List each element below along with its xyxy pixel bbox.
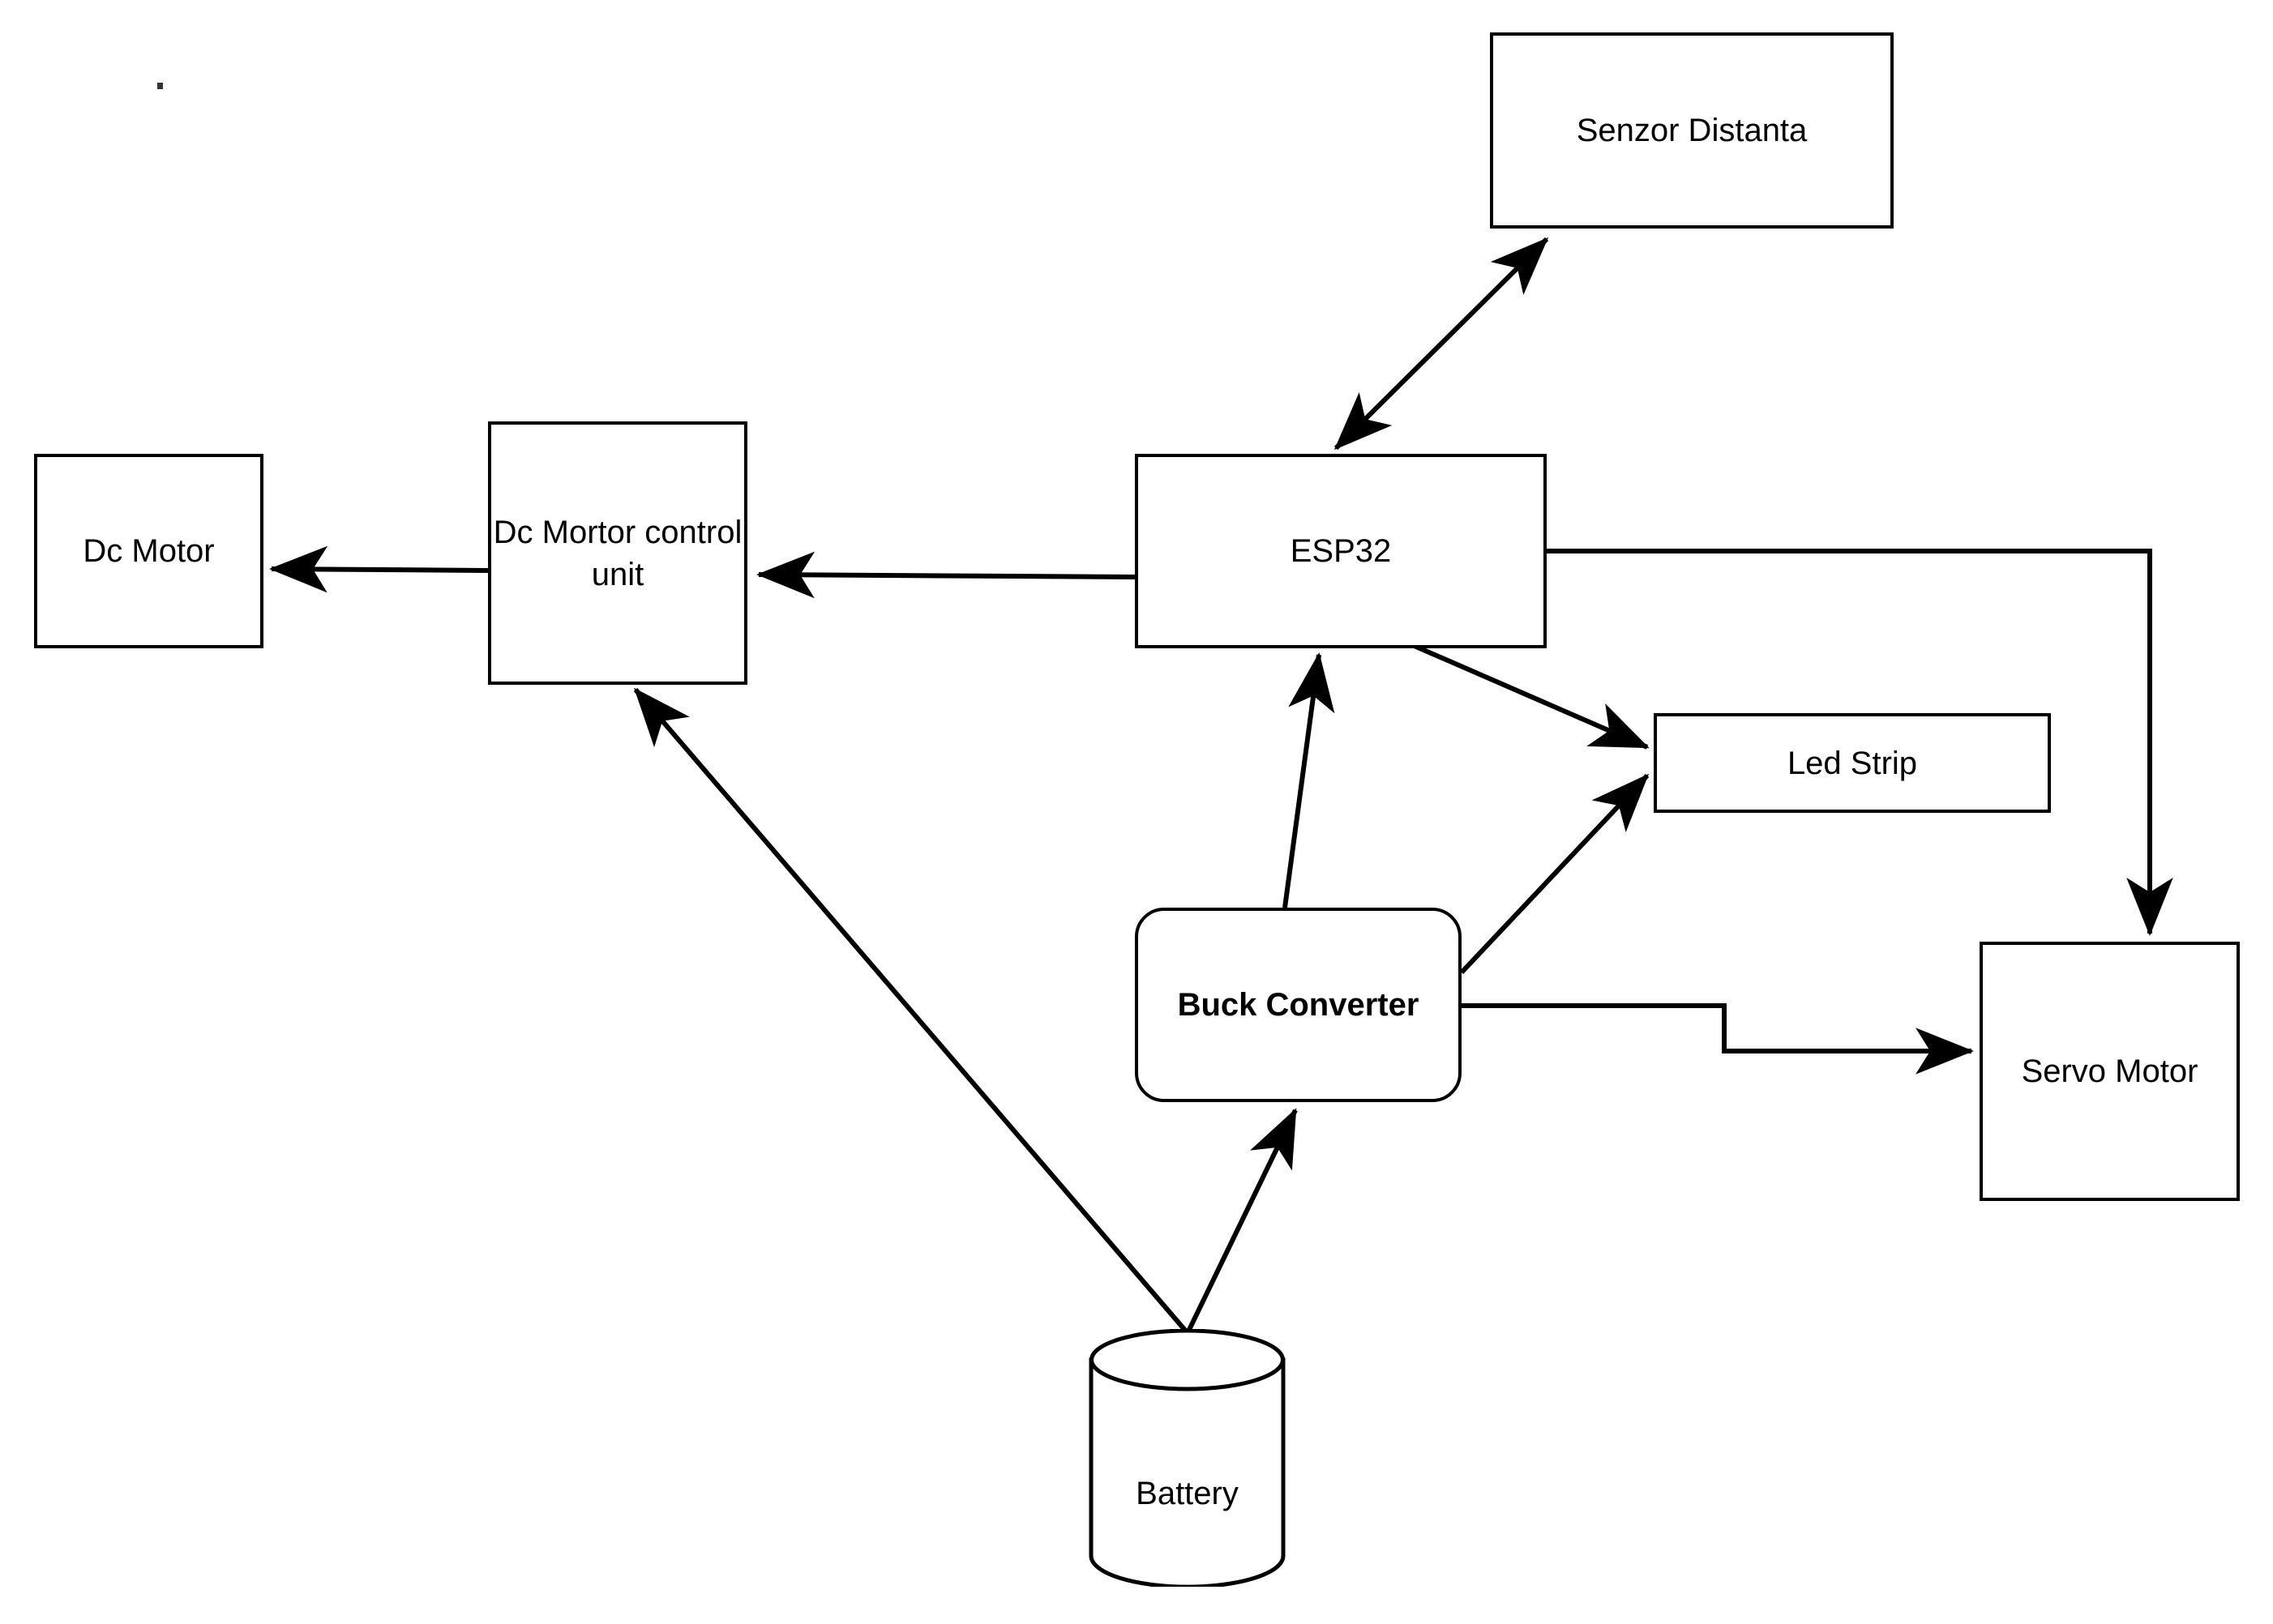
node-battery-label: Battery [1136, 1476, 1239, 1511]
node-servo-motor[interactable]: Servo Motor [1980, 942, 2240, 1201]
node-senzor-distanta[interactable]: Senzor Distanta [1490, 32, 1894, 229]
edge-battery-dcctrl [633, 687, 1190, 1335]
node-buck-converter[interactable]: Buck Converter [1135, 908, 1462, 1102]
node-esp32-label: ESP32 [1290, 533, 1392, 569]
edge-buck-esp32 [1282, 652, 1335, 908]
edge-battery-buck [1185, 1108, 1298, 1335]
node-led-strip-label: Led Strip [1787, 745, 1918, 781]
node-servo-motor-label: Servo Motor [2021, 1053, 2198, 1089]
node-senzor-distanta-label: Senzor Distanta [1576, 113, 1808, 148]
node-buck-converter-label: Buck Converter [1177, 987, 1419, 1023]
node-dc-motor-control-unit-label: Dc Mortor control unit [493, 514, 743, 592]
node-dc-motor-label: Dc Motor [83, 533, 215, 569]
node-dc-motor[interactable]: Dc Motor [34, 454, 263, 648]
node-led-strip[interactable]: Led Strip [1654, 713, 2051, 813]
stray-pixel-artifact [157, 83, 163, 89]
edge-esp32-senzor [1333, 237, 1549, 451]
edge-esp32-ledstrip [1409, 642, 1650, 750]
edge-dcctrl-dcmotor [269, 545, 489, 593]
battery-cylinder-shape [1089, 1329, 1286, 1587]
edge-buck-servo [1462, 1003, 1974, 1075]
node-esp32[interactable]: ESP32 [1135, 454, 1547, 648]
node-battery[interactable]: Battery [1088, 1329, 1286, 1587]
edge-esp32-dcctrl [756, 551, 1136, 599]
edge-buck-ledstrip [1459, 773, 1650, 975]
node-dc-motor-control-unit[interactable]: Dc Mortor control unit [488, 421, 747, 685]
